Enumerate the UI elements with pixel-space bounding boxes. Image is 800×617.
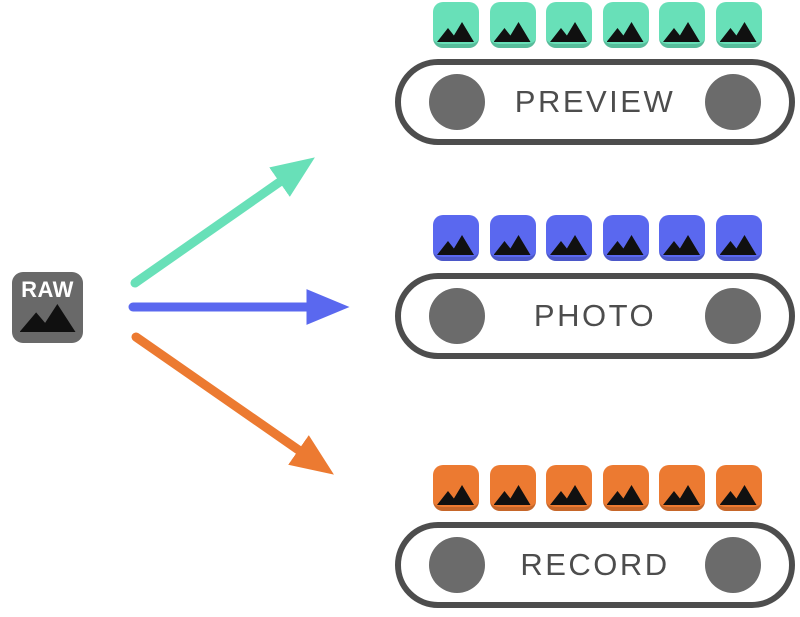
mountain-image-icon	[606, 235, 644, 255]
mountain-image-icon	[606, 22, 644, 42]
frame-thumbnail	[715, 465, 762, 511]
mountain-image-icon	[663, 485, 700, 505]
capsule-label-preview: PREVIEW	[514, 84, 676, 119]
frame-thumbnail	[602, 215, 649, 261]
frame-thumbnail	[659, 2, 705, 48]
mountain-image-icon	[437, 22, 474, 42]
mountain-image-icon	[493, 235, 531, 255]
mountain-image-icon	[550, 485, 587, 505]
frame-thumbnail	[602, 465, 649, 511]
mountain-image-icon	[719, 22, 757, 42]
mountain-image-icon	[437, 485, 474, 505]
frame-thumbnail	[433, 2, 479, 48]
mountain-image-icon	[493, 485, 531, 505]
mountain-image-icon	[19, 304, 76, 332]
mountain-image-icon	[493, 22, 531, 42]
spool-circle-right	[705, 74, 761, 130]
frame-thumbnail	[489, 215, 536, 261]
frame-thumbnail	[546, 465, 592, 511]
mountain-image-icon	[550, 22, 587, 42]
mountain-image-icon	[663, 235, 700, 255]
spool-circle-right	[705, 537, 761, 593]
frame-thumbnail	[433, 215, 479, 261]
spool-circle-left	[429, 74, 485, 130]
raw-label: RAW	[21, 277, 74, 302]
capsule-label-record: RECORD	[520, 547, 670, 582]
spool-circle-left	[429, 288, 485, 344]
frame-row-preview	[433, 2, 762, 48]
capsule-preview: PREVIEW	[395, 59, 795, 145]
frame-thumbnail	[546, 2, 592, 48]
spool-circle-right	[705, 288, 761, 344]
frame-thumbnail	[659, 215, 705, 261]
frame-thumbnail	[659, 465, 705, 511]
capsule-record: RECORD	[395, 522, 795, 608]
arrow-to-preview	[130, 157, 315, 288]
frame-row-photo	[433, 215, 762, 261]
mountain-image-icon	[719, 235, 757, 255]
arrow-to-record	[131, 332, 334, 475]
spool-circle-left	[429, 537, 485, 593]
frame-thumbnail	[433, 465, 479, 511]
frame-thumbnail	[602, 2, 649, 48]
frame-thumbnail	[489, 2, 536, 48]
mountain-image-icon	[550, 235, 587, 255]
frame-thumbnail	[715, 2, 762, 48]
mountain-image-icon	[719, 485, 757, 505]
mountain-image-icon	[437, 235, 474, 255]
mountain-image-icon	[663, 22, 700, 42]
raw-source-node: RAW	[12, 272, 83, 343]
frame-row-record	[433, 465, 762, 511]
frame-thumbnail	[546, 215, 592, 261]
mountain-image-icon	[606, 485, 644, 505]
capsule-label-photo: PHOTO	[533, 298, 657, 333]
frame-thumbnail	[715, 215, 762, 261]
capsule-photo: PHOTO	[395, 273, 795, 359]
frame-thumbnail	[489, 465, 536, 511]
